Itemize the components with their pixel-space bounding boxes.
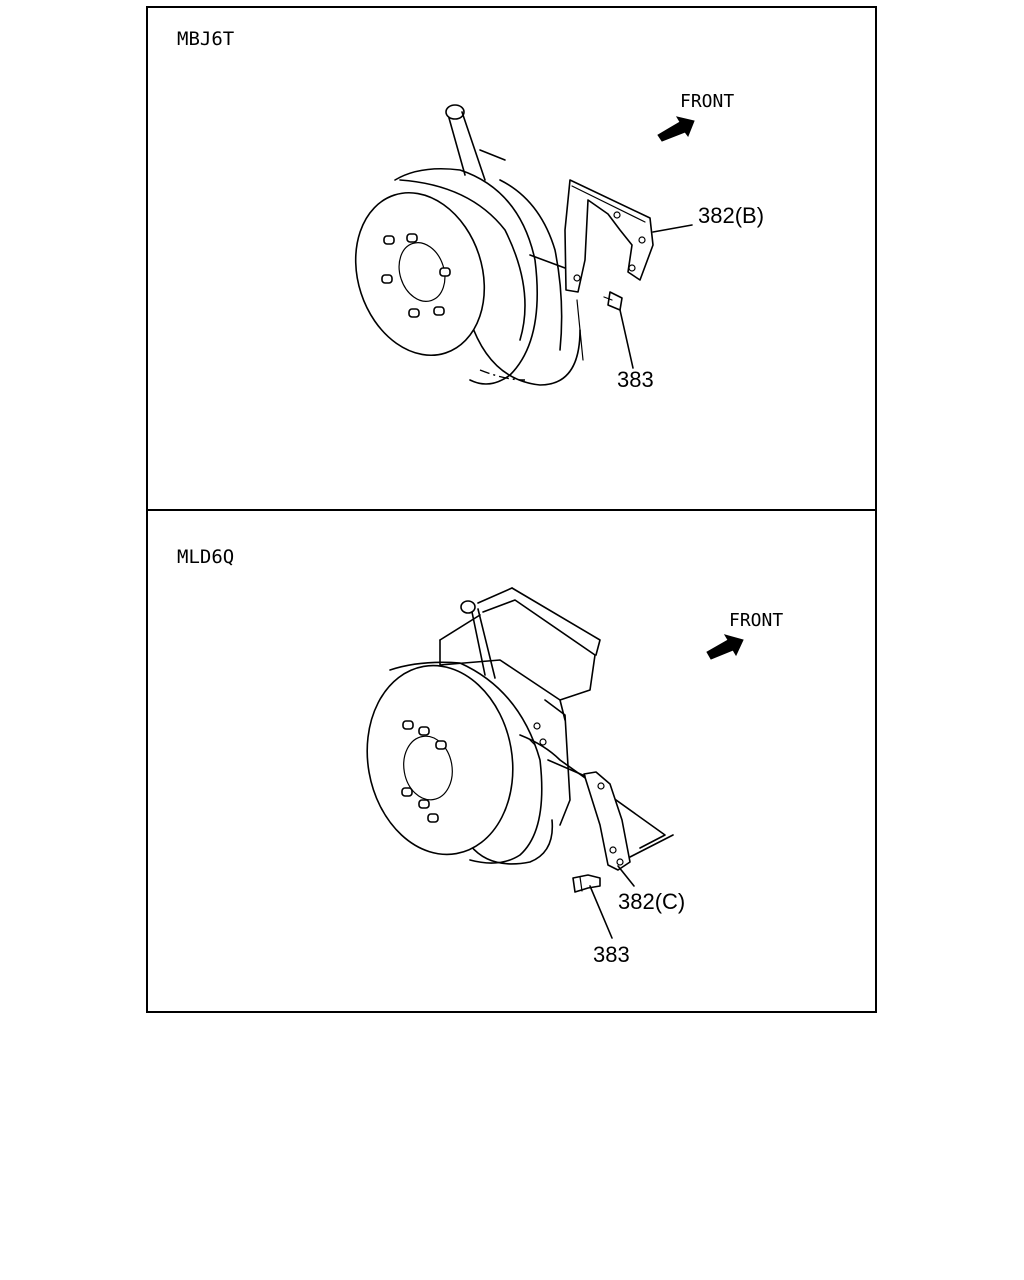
front-label: FRONT <box>680 91 734 112</box>
part-callout-383: 383 <box>617 367 654 392</box>
front-label: FRONT <box>729 610 783 631</box>
engine-block-outline <box>439 587 666 849</box>
bracket-382b <box>529 179 654 293</box>
leader-line <box>652 224 693 233</box>
bolt-383 <box>572 874 601 893</box>
model-code-label: MLD6Q <box>177 546 234 568</box>
leader-line <box>617 865 635 887</box>
leader-line <box>589 885 613 939</box>
lifting-hook <box>460 600 496 679</box>
wheel-stud-icon <box>401 720 447 823</box>
bracket-382c <box>547 759 674 871</box>
part-callout-382c: 382(C) <box>618 889 685 914</box>
bolt-383 <box>603 291 623 311</box>
brake-drum <box>366 661 554 865</box>
part-callout-382b: 382(B) <box>698 203 764 228</box>
panel-mld6q: MLD6Q FRONT <box>177 546 783 967</box>
leader-line <box>619 309 634 369</box>
panel-mbj6t: MBJ6T FRONT <box>177 28 764 392</box>
lifting-hook <box>445 104 486 181</box>
wheel-stud-icon <box>381 233 451 318</box>
front-arrow-icon <box>657 116 695 142</box>
brake-drum <box>354 167 538 385</box>
housing-outline <box>469 149 584 386</box>
front-arrow-icon <box>706 634 744 660</box>
part-callout-383: 383 <box>593 942 630 967</box>
model-code-label: MBJ6T <box>177 28 234 50</box>
